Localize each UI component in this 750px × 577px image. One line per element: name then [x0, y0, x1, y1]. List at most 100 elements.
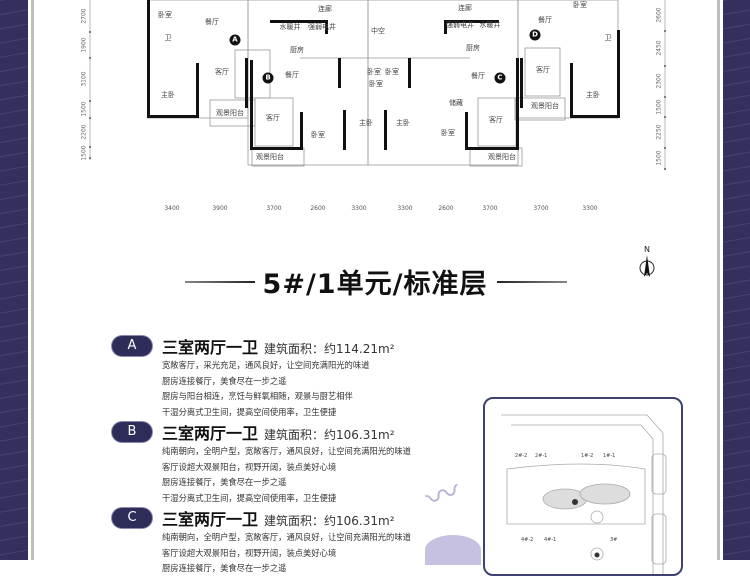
unit-feature: 干湿分离式卫生间，提高空间使用率，卫生便捷	[162, 406, 337, 417]
border-line-left	[31, 0, 34, 560]
unit-type: 三室两厅一卫	[162, 338, 259, 357]
room-label: 水暖井	[479, 21, 501, 29]
room-label: 餐厅	[205, 18, 219, 26]
decorative-shape	[425, 535, 481, 565]
unit-badge-a: A	[112, 336, 152, 356]
border-line-right	[717, 0, 720, 560]
unit-feature: 厨房与阳台相连，烹饪与鲜氧相随，观景与厨艺相伴	[162, 391, 353, 401]
dimension-label: 3700	[482, 205, 498, 212]
dimension-label: 1500	[80, 101, 88, 117]
room-label: 卧室	[367, 68, 381, 76]
dimension-label: 1500	[655, 99, 663, 115]
dimension-label: 3300	[351, 205, 367, 212]
room-label: 卫	[164, 34, 172, 42]
room-label: 卧室	[573, 1, 587, 9]
unit-feature: 纯南朝向，全明户型，宽敞客厅，通风良好，让空间充满阳光的味道	[162, 446, 411, 456]
dimension-label: 2600	[655, 7, 663, 23]
dimension-label: 3700	[266, 205, 282, 212]
building-label: 3#	[610, 537, 618, 543]
room-label: 厨房	[466, 44, 480, 52]
room-label: 客厅	[215, 68, 229, 76]
room-label: 水暖井	[279, 23, 301, 31]
room-label: 卧室	[311, 131, 325, 139]
unit-marker-b: B	[262, 72, 274, 84]
room-label: 观景阳台	[256, 153, 284, 161]
decorative-border-right	[723, 0, 750, 560]
building-label: 2#-1	[535, 453, 548, 459]
building-label: 4#-1	[544, 537, 557, 543]
unit-area: 建筑面积：约114.21m²	[264, 342, 395, 356]
room-label: 卫	[604, 34, 612, 42]
room-label: 强弱电井	[308, 23, 336, 31]
dimension-label: 2200	[80, 124, 88, 140]
unit-feature: 纯南朝向，全明户型，宽敞客厅，通风良好，让空间充满阳光的味道	[162, 532, 411, 542]
dimension-label: 1900	[80, 37, 88, 53]
room-label: 客厅	[489, 116, 503, 124]
unit-feature: 宽敞客厅，采光充足，通风良好，让空间充满阳光的味道	[162, 360, 370, 370]
room-label: 观景阳台	[531, 102, 559, 110]
room-label: 餐厅	[538, 16, 552, 24]
unit-feature: 厨房连接餐厅，美食尽在一步之遥	[162, 477, 287, 487]
north-compass-icon: N	[639, 245, 655, 277]
dimension-label: 3900	[212, 205, 228, 212]
room-label: 厨房	[290, 46, 304, 54]
dimension-label: 3100	[80, 71, 88, 87]
site-plan: 2#-2 2#-1 1#-2 1#-1 4#-2 4#-1 3#	[483, 397, 683, 576]
site-plan-drawing	[501, 414, 667, 574]
dimension-label: 1500	[80, 145, 88, 161]
room-label: 卧室	[158, 11, 172, 19]
dimension-label: 3700	[533, 205, 549, 212]
unit-feature: 厨房连接餐厅，美食尽在一步之遥	[162, 375, 287, 386]
room-label: 餐厅	[285, 71, 299, 79]
corridor-label: 连廊	[318, 5, 332, 13]
unit-feature: 客厅设超大观景阳台，视野开阔，装点美好心境	[162, 461, 337, 472]
unit-badge-c: C	[112, 508, 152, 528]
room-label: 储藏	[449, 99, 463, 107]
floor-plan: 卧室 餐厅 客厅 主卧 观景阳台 卫 A 水暖井 强弱电井 厨房 餐厅 客厅 卧…	[0, 0, 750, 200]
bird-silhouette-icon: 〰	[420, 471, 467, 521]
dimension-label: 2600	[310, 205, 326, 212]
room-label: 观景阳台	[488, 153, 516, 161]
building-label: 2#-2	[515, 453, 528, 459]
unit-badge-b: B	[112, 422, 152, 442]
unit-type: 三室两厅一卫	[162, 424, 259, 443]
room-label: 主卧	[396, 119, 410, 127]
unit-marker-d: D	[529, 29, 541, 41]
room-label: 主卧	[586, 91, 600, 99]
room-label: 卧室	[369, 80, 383, 88]
unit-type: 三室两厅一卫	[162, 510, 259, 529]
floor-plan-walls	[89, 0, 666, 170]
building-label: 4#-2	[521, 537, 534, 543]
dimension-label: 2300	[655, 73, 663, 89]
dimension-label: 2600	[438, 205, 454, 212]
room-label: 客厅	[266, 114, 280, 122]
unit-area: 建筑面积：约106.31m²	[264, 428, 395, 442]
room-label: 观景阳台	[216, 109, 244, 117]
dimension-label: 2700	[80, 8, 88, 24]
unit-feature: 客厅设超大观景阳台，视野开阔，装点美好心境	[162, 547, 337, 558]
ornament-line-left	[185, 281, 255, 283]
building-label: 1#-1	[603, 453, 616, 459]
dimension-label: 2250	[655, 124, 663, 140]
dimension-label: 2450	[655, 40, 663, 56]
room-label: 客厅	[536, 66, 550, 74]
unit-marker-c: C	[494, 72, 506, 84]
dimension-label: 3300	[397, 205, 413, 212]
corridor-label: 连廊	[458, 4, 472, 12]
room-label: 强弱电井	[446, 21, 474, 29]
decorative-border-left	[0, 0, 28, 560]
unit-feature: 干湿分离式卫生间，提高空间使用率，卫生便捷	[162, 492, 337, 503]
unit-feature: 厨房连接餐厅，美食尽在一步之遥	[162, 563, 287, 573]
room-label: 卧室	[385, 68, 399, 76]
page-title: 5#/1单元/标准层	[262, 269, 488, 300]
dimension-label: 1500	[655, 150, 663, 166]
dimension-label: 3400	[164, 205, 180, 212]
compass-label: N	[644, 245, 650, 254]
atrium-label: 中空	[371, 27, 385, 35]
room-label: 卧室	[441, 129, 455, 137]
unit-marker-a: A	[229, 34, 241, 46]
ornament-line-right	[497, 281, 567, 283]
unit-area: 建筑面积：约106.31m²	[264, 514, 395, 528]
dimension-label: 3300	[582, 205, 598, 212]
room-label: 主卧	[359, 119, 373, 127]
